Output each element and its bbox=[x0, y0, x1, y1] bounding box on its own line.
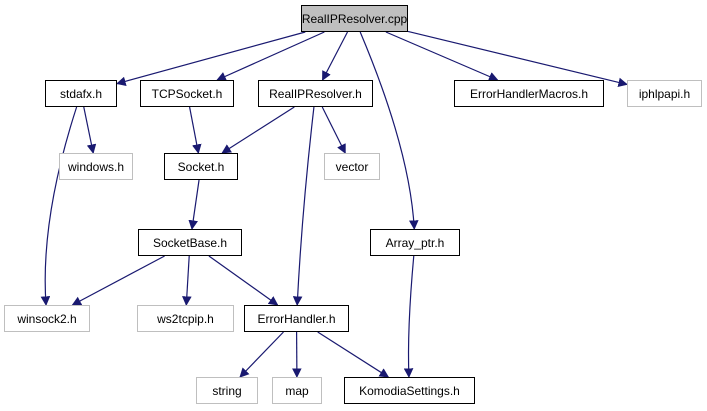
edge-socketbase-to-errorhandler bbox=[208, 255, 279, 306]
edge-stdafx-to-windows bbox=[83, 106, 97, 154]
edge-stdafx-to-winsock2 bbox=[40, 106, 78, 306]
edge-root-to-realipresolver-h bbox=[321, 31, 349, 81]
node-label: map bbox=[285, 383, 309, 398]
node-label: KomodiaSettings.h bbox=[359, 383, 460, 398]
edge-errorhandler-to-komodiasettings bbox=[317, 331, 390, 378]
node-winsock2[interactable]: winsock2.h bbox=[4, 305, 90, 332]
edge-socket-to-socketbase bbox=[188, 179, 200, 230]
edge-realipresolver-h-to-vector bbox=[321, 106, 346, 154]
edge-root-to-array-ptr bbox=[359, 31, 419, 230]
node-label: SocketBase.h bbox=[152, 235, 228, 250]
edge-errorhandler-to-string bbox=[239, 331, 284, 378]
node-label: windows.h bbox=[67, 159, 125, 174]
node-label: iphlpapi.h bbox=[638, 86, 691, 101]
edge-tcpsocket-to-socket bbox=[188, 106, 202, 154]
node-array-ptr[interactable]: Array_ptr.h bbox=[370, 229, 460, 256]
node-label: ws2tcpip.h bbox=[157, 311, 214, 326]
node-label: vector bbox=[335, 159, 369, 174]
node-map[interactable]: map bbox=[272, 377, 322, 404]
node-realipresolver-h[interactable]: RealIPResolver.h bbox=[258, 80, 373, 107]
node-socket[interactable]: Socket.h bbox=[164, 153, 238, 180]
node-label: ErrorHandler.h bbox=[257, 311, 336, 326]
node-label: ErrorHandlerMacros.h bbox=[469, 86, 589, 101]
node-label: Array_ptr.h bbox=[385, 235, 445, 250]
edge-socketbase-to-ws2tcpip bbox=[182, 255, 192, 306]
node-errorhandlermacros[interactable]: ErrorHandlerMacros.h bbox=[454, 80, 604, 107]
node-socketbase[interactable]: SocketBase.h bbox=[138, 229, 242, 256]
node-ws2tcpip[interactable]: ws2tcpip.h bbox=[137, 305, 234, 332]
node-stdafx[interactable]: stdafx.h bbox=[45, 80, 117, 107]
node-label: string bbox=[212, 383, 242, 398]
edge-root-to-tcpsocket bbox=[216, 31, 325, 81]
edge-root-to-stdafx bbox=[116, 31, 306, 86]
node-vector[interactable]: vector bbox=[324, 153, 380, 180]
node-label: winsock2.h bbox=[17, 311, 77, 326]
edge-layer bbox=[40, 30, 628, 378]
node-label: Socket.h bbox=[177, 159, 225, 174]
node-errorhandler[interactable]: ErrorHandler.h bbox=[244, 305, 349, 332]
node-label: RealIPResolver.cpp bbox=[301, 11, 408, 26]
node-iphlpapi[interactable]: iphlpapi.h bbox=[627, 80, 702, 107]
edge-realipresolver-h-to-errorhandler bbox=[292, 106, 315, 306]
node-label: TCPSocket.h bbox=[151, 86, 223, 101]
edge-root-to-errorhandlermacros bbox=[385, 31, 499, 81]
node-label: RealIPResolver.h bbox=[269, 86, 362, 101]
node-string[interactable]: string bbox=[196, 377, 258, 404]
node-tcpsocket[interactable]: TCPSocket.h bbox=[140, 80, 234, 107]
node-komodiasettings[interactable]: KomodiaSettings.h bbox=[344, 377, 475, 404]
node-root[interactable]: RealIPResolver.cpp bbox=[301, 5, 408, 32]
node-windows[interactable]: windows.h bbox=[59, 153, 133, 180]
edge-root-to-iphlpapi bbox=[407, 30, 628, 88]
edge-array-ptr-to-komodiasettings bbox=[403, 255, 415, 378]
node-label: stdafx.h bbox=[59, 86, 103, 101]
edge-realipresolver-h-to-socket bbox=[221, 106, 295, 154]
edge-socketbase-to-winsock2 bbox=[71, 255, 165, 306]
